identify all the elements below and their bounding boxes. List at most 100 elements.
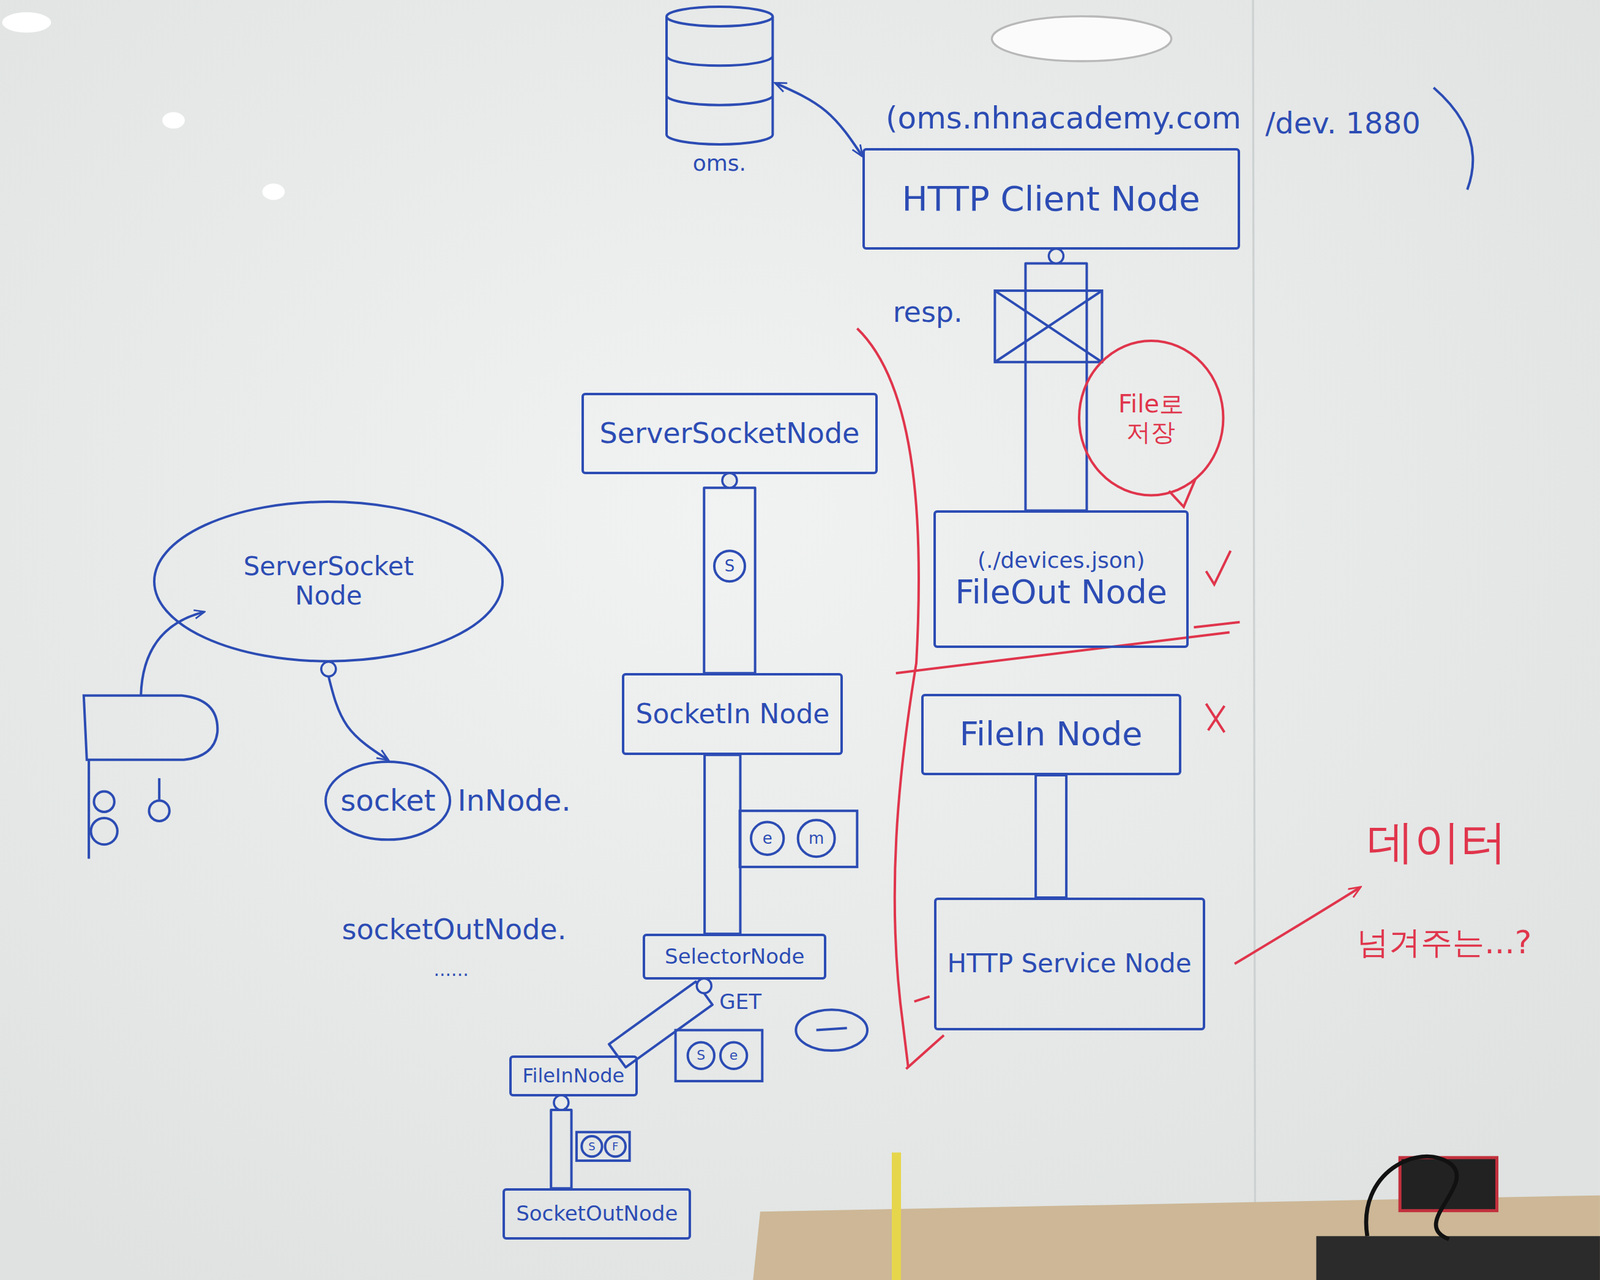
node-text: File로 저장 bbox=[1104, 389, 1197, 447]
message-field-letter: m bbox=[808, 830, 824, 847]
client-figure bbox=[83, 612, 218, 859]
node-text: HTTP Client Node bbox=[902, 179, 1201, 219]
node-content: ServerSocketNode bbox=[599, 417, 860, 450]
node-content: socket InNode. bbox=[320, 784, 577, 818]
node-content: FileIn Node bbox=[959, 715, 1143, 754]
grouping-bracket bbox=[856, 328, 919, 1068]
process-box: FileIn Node bbox=[921, 694, 1182, 776]
node-text: SocketOutNode bbox=[515, 1202, 678, 1227]
wire-connector bbox=[550, 1110, 572, 1189]
data-pass-arrow bbox=[1234, 887, 1361, 965]
panel-seam bbox=[1252, 0, 1255, 1204]
message-field-letter: S bbox=[724, 558, 736, 575]
node-content: HTTP Service Node bbox=[947, 949, 1192, 979]
ellipse-outline bbox=[325, 762, 450, 840]
port-circle bbox=[553, 1095, 569, 1111]
message-label: resp. bbox=[893, 295, 963, 330]
port-circle bbox=[722, 473, 737, 488]
ellipse-outline bbox=[154, 501, 503, 662]
arrow-connector bbox=[328, 676, 389, 761]
node-text: SelectorNode bbox=[664, 945, 805, 969]
figure-leg bbox=[157, 778, 161, 800]
node-content: FileInNode bbox=[522, 1065, 625, 1088]
node-text: HTTP Service Node bbox=[947, 949, 1192, 979]
light-reflection bbox=[162, 112, 185, 129]
node-name-note: socketOutNode. bbox=[341, 913, 567, 947]
node-text: ServerSocketNode bbox=[599, 417, 860, 450]
message-field-letter: F bbox=[612, 1141, 619, 1153]
node-text: FileOut Node bbox=[955, 573, 1168, 612]
node-text: InNode. bbox=[457, 784, 572, 818]
node-content: (./devices.json)FileOut Node bbox=[955, 547, 1168, 611]
message-box bbox=[740, 811, 858, 868]
node-content: SelectorNode bbox=[664, 945, 805, 969]
port-circle bbox=[696, 978, 712, 994]
wire-connector bbox=[1035, 775, 1067, 898]
process-box: HTTP Service Node bbox=[934, 897, 1206, 1031]
message-field-circle bbox=[581, 1136, 602, 1157]
charger bbox=[1315, 1236, 1600, 1280]
straw bbox=[891, 1153, 901, 1280]
note-bubble: File로 저장 bbox=[1077, 339, 1226, 498]
cross-mark bbox=[1205, 703, 1225, 733]
cable bbox=[1366, 1156, 1457, 1240]
bracket-tick bbox=[914, 997, 930, 1002]
wire-connector bbox=[704, 755, 741, 935]
port-circle bbox=[1048, 248, 1064, 264]
process-box: HTTP Client Node bbox=[862, 148, 1241, 251]
message-field-circle bbox=[720, 1042, 747, 1070]
node-text: FileIn Node bbox=[959, 715, 1143, 754]
message-box bbox=[576, 1132, 630, 1162]
annotation-note: 넘겨주는...? bbox=[1357, 923, 1532, 962]
figure-body bbox=[83, 695, 218, 761]
node-content: SocketOutNode bbox=[515, 1202, 678, 1227]
message-field-circle bbox=[798, 820, 835, 857]
message-box bbox=[675, 1030, 763, 1082]
message-field-letter: e bbox=[729, 1049, 739, 1063]
ellipsis-note: ...... bbox=[433, 959, 469, 982]
check-mark bbox=[1205, 550, 1231, 585]
eraser bbox=[1399, 1158, 1497, 1212]
bubble-tail bbox=[1168, 479, 1195, 508]
figure-leg bbox=[87, 760, 90, 860]
node-text: socket bbox=[340, 784, 436, 818]
ellipse-outline bbox=[1079, 340, 1224, 496]
light-reflection bbox=[262, 183, 286, 201]
message-field-circle bbox=[751, 822, 784, 856]
light-reflection bbox=[1, 12, 51, 33]
wire-connector bbox=[1025, 263, 1087, 511]
database-cylinder: oms. bbox=[663, 4, 776, 179]
process-ellipse: socket InNode. bbox=[320, 760, 612, 842]
wire-connector bbox=[703, 487, 755, 674]
cylinder-body bbox=[666, 16, 773, 145]
red-annotations bbox=[856, 328, 1361, 1070]
arrow-connector bbox=[775, 83, 863, 157]
cylinder-top bbox=[666, 6, 773, 27]
process-box: SelectorNode bbox=[642, 934, 827, 980]
lamp-reflection bbox=[991, 16, 1171, 62]
port-circle bbox=[321, 662, 337, 677]
divider-line bbox=[1193, 622, 1240, 628]
node-text: SocketIn Node bbox=[635, 699, 830, 731]
url-label: (oms.nhnacademy.com bbox=[885, 99, 1242, 137]
process-box: SocketOutNode bbox=[502, 1188, 692, 1240]
node-content: ServerSocket Node bbox=[212, 552, 445, 612]
desk-photo bbox=[752, 1153, 1600, 1280]
bracket-paren bbox=[1433, 87, 1473, 190]
bracket-hook bbox=[905, 1035, 944, 1070]
process-box: (./devices.json)FileOut Node bbox=[933, 510, 1189, 649]
message-field-circle bbox=[687, 1042, 715, 1070]
node-content: oms. bbox=[692, 150, 747, 176]
figure-wheel bbox=[90, 818, 117, 845]
process-box: ServerSocketNode bbox=[581, 392, 878, 475]
annotation-note: 데이터 bbox=[1367, 814, 1507, 870]
endpoint-label: /dev. 1880 bbox=[1265, 105, 1421, 142]
message-field-letter: S bbox=[588, 1141, 595, 1153]
message-field-letter: e bbox=[762, 830, 773, 847]
message-field-circle bbox=[605, 1136, 626, 1157]
client-connect-arrow bbox=[140, 612, 204, 696]
